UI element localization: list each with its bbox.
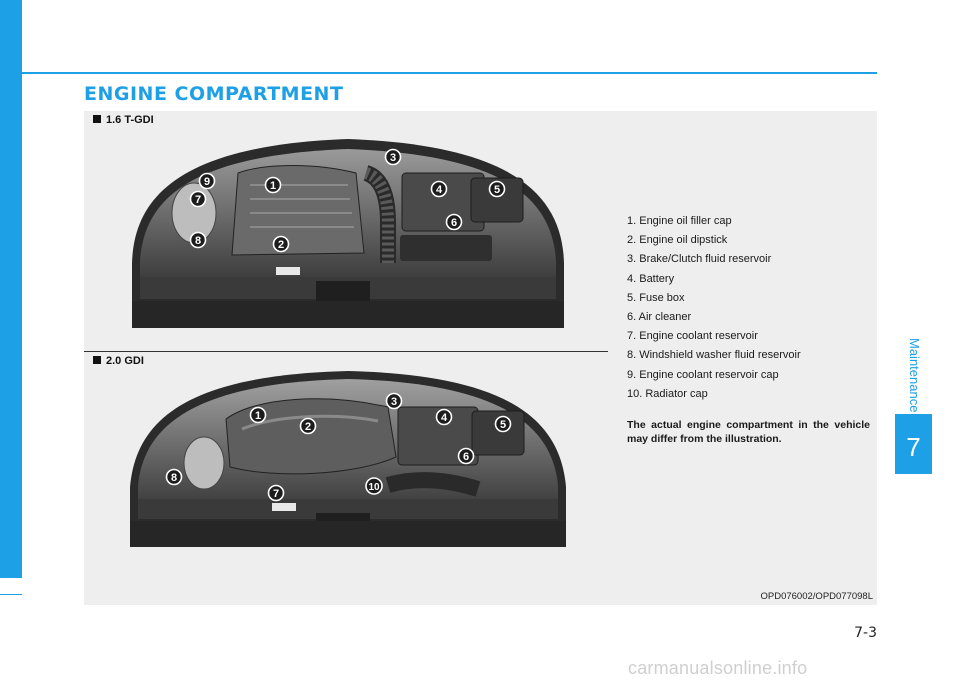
svg-text:6: 6	[463, 451, 469, 463]
component-legend: 1. Engine oil filler cap 2. Engine oil d…	[627, 212, 870, 404]
variant-label-1-6-tgdi: 1.6 T-GDI	[93, 114, 154, 126]
header-rule	[22, 72, 877, 74]
legend-item: 2. Engine oil dipstick	[627, 234, 728, 247]
svg-text:10: 10	[368, 482, 380, 493]
svg-text:7: 7	[195, 194, 201, 206]
svg-text:7: 7	[273, 488, 279, 500]
callout-2: 2	[299, 417, 317, 435]
legend-item: 9. Engine coolant reservoir cap	[627, 368, 779, 381]
svg-text:5: 5	[494, 184, 500, 196]
svg-text:4: 4	[441, 412, 448, 424]
callout-3: 3	[385, 392, 403, 410]
legend-item: 8. Windshield washer fluid reservoir	[627, 349, 801, 362]
engine-illustration-2-0-gdi: 1 2 3 4 5 6 7 8 10	[130, 371, 566, 547]
callout-8: 8	[189, 231, 207, 249]
svg-text:9: 9	[204, 176, 210, 188]
figure-code: OPD076002/OPD077098L	[760, 591, 874, 602]
callout-5: 5	[494, 415, 512, 433]
chapter-name: Maintenance	[907, 338, 922, 413]
svg-text:2: 2	[305, 421, 311, 433]
svg-text:3: 3	[391, 396, 397, 408]
callout-6: 6	[445, 213, 463, 231]
chapter-tab	[895, 323, 932, 474]
variant-divider	[84, 351, 608, 352]
legend-item: 10. Radiator cap	[627, 387, 708, 400]
square-bullet-icon	[93, 356, 101, 364]
variant-label-text: 1.6 T-GDI	[106, 114, 154, 126]
legend-item: 6. Air cleaner	[627, 310, 692, 323]
square-bullet-icon	[93, 115, 101, 123]
callout-2: 2	[272, 235, 290, 253]
svg-text:4: 4	[436, 184, 443, 196]
watermark: carmanualsonline.info	[628, 658, 808, 678]
callout-1: 1	[249, 406, 267, 424]
chapter-number: 7	[906, 432, 921, 462]
svg-text:8: 8	[195, 235, 201, 247]
svg-text:1: 1	[255, 410, 261, 422]
callout-1: 1	[264, 176, 282, 194]
svg-text:6: 6	[451, 217, 457, 229]
legend-item: 1. Engine oil filler cap	[627, 215, 732, 227]
callout-8: 8	[165, 468, 183, 486]
callout-6: 6	[457, 447, 475, 465]
callout-5: 5	[488, 180, 506, 198]
legend-item: 3. Brake/Clutch fluid reservoir	[627, 253, 772, 266]
variant-label-2-0-gdi: 2.0 GDI	[93, 355, 144, 367]
callout-7: 7	[189, 190, 207, 208]
callout-10: 10	[365, 477, 383, 495]
svg-text:5: 5	[500, 419, 506, 431]
page-number: 7-3	[854, 625, 877, 641]
callout-3: 3	[384, 148, 402, 166]
svg-text:2: 2	[278, 239, 284, 251]
variant-label-text: 2.0 GDI	[106, 355, 144, 367]
callout-9: 9	[198, 172, 216, 190]
legend-item: 7. Engine coolant reservoir	[627, 330, 758, 343]
engine-illustration-1-6-tgdi: 1 2 3 4 5 6 7 8 9	[132, 139, 564, 328]
illustration-note: The actual engine compartment in the veh…	[627, 419, 870, 445]
legend-item: 5. Fuse box	[627, 291, 685, 304]
chapter-edge-bar	[0, 0, 22, 578]
svg-text:1: 1	[270, 180, 276, 192]
chapter-edge-line	[0, 594, 22, 595]
callout-4: 4	[430, 180, 448, 198]
svg-text:8: 8	[171, 472, 177, 484]
svg-text:3: 3	[390, 152, 396, 164]
callout-7: 7	[267, 484, 285, 502]
section-title: ENGINE COMPARTMENT	[84, 83, 344, 105]
callout-4: 4	[435, 408, 453, 426]
legend-item: 4. Battery	[627, 272, 675, 285]
